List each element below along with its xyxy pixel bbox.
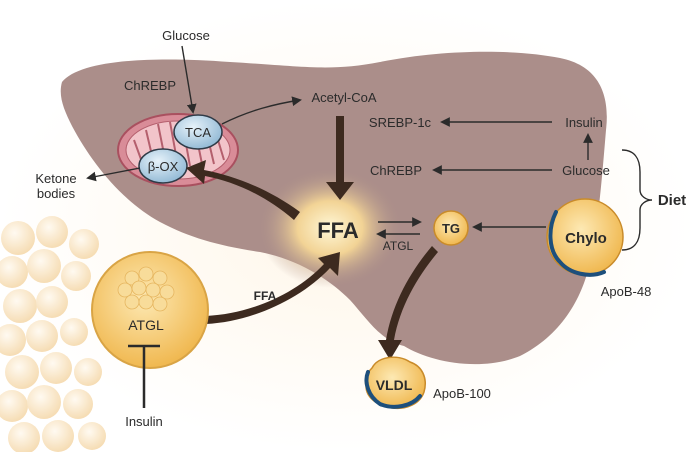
chrebp-mid-label: ChREBP <box>370 163 422 178</box>
ffa-arrow-label: FFA <box>254 289 277 303</box>
ffa-center-label: FFA <box>317 218 359 243</box>
chylomicron <box>546 198 624 277</box>
diet-label: Diet <box>658 192 686 209</box>
bodies-label: bodies <box>37 186 76 201</box>
glucose-top-label: Glucose <box>162 28 210 43</box>
beta-ox-label: β-OX <box>148 159 179 174</box>
adipose-tissue <box>0 216 106 452</box>
thin-arrows <box>86 45 593 328</box>
ketone-label: Ketone <box>35 171 76 186</box>
chrebp-top-label: ChREBP <box>124 78 176 93</box>
tg-droplet <box>433 210 469 246</box>
glucose-right-label: Glucose <box>562 163 610 178</box>
insulin-inhibition <box>128 344 160 408</box>
thick-arrows <box>186 116 438 360</box>
insulin-right-label: Insulin <box>565 115 603 130</box>
apob100-strand <box>364 370 422 409</box>
arrow-glucose-to-tca <box>181 45 197 114</box>
tg-label: TG <box>442 221 460 236</box>
atgl-cell-label: ATGL <box>128 317 164 333</box>
arrow-acetyl-coa-to-ffa <box>326 116 354 200</box>
atgl-mid-label: ATGL <box>383 239 414 253</box>
apob48-label: ApoB-48 <box>601 284 652 299</box>
arrow-tca-to-acetyl-coa <box>221 96 302 125</box>
vldl-label: VLDL <box>376 377 413 393</box>
arrow-cell-to-ffa <box>206 252 340 324</box>
arrow-beta-ox-to-ketone <box>86 167 141 182</box>
chylo-label: Chylo <box>565 230 607 247</box>
adipocyte <box>91 251 209 369</box>
ffa-glow <box>258 168 402 288</box>
insulin-bottom-label: Insulin <box>125 414 163 429</box>
tca-label: TCA <box>185 125 211 140</box>
arrow-tg-to-vldl <box>378 246 438 360</box>
apob100-label: ApoB-100 <box>433 386 491 401</box>
apob48-strand <box>548 210 606 277</box>
beta-ox-node <box>138 148 188 184</box>
srebp1c-label: SREBP-1c <box>369 115 432 130</box>
lipid-droplets <box>117 266 175 312</box>
vldl-particle <box>364 356 426 410</box>
acetyl-coa-label: Acetyl-CoA <box>311 90 376 105</box>
tca-node <box>173 114 223 150</box>
arrow-ffa-to-beta-ox <box>186 160 300 220</box>
diet-bracket <box>621 149 653 251</box>
